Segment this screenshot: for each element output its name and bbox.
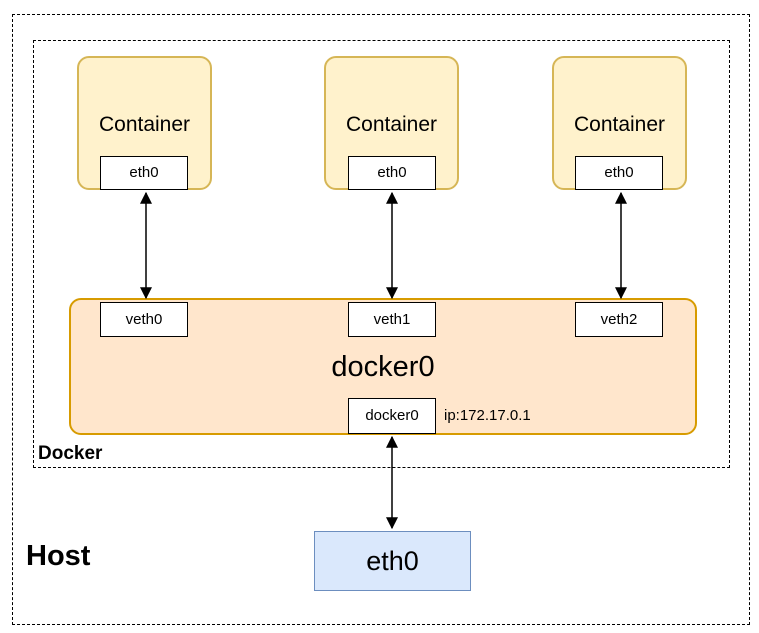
- container-1-label: Container: [98, 113, 191, 136]
- host-boundary: [12, 14, 750, 625]
- veth2-port: veth2: [575, 302, 663, 337]
- container-1-eth0-port: eth0: [100, 156, 188, 190]
- docker0-bridge-label: docker0: [331, 351, 435, 383]
- docker0-interface-port: docker0: [348, 398, 436, 434]
- docker0-ip-label: ip:172.17.0.1: [444, 407, 531, 424]
- container-3-eth0-port: eth0: [575, 156, 663, 190]
- docker-label: Docker: [38, 443, 103, 464]
- container-2-label: Container: [345, 113, 438, 136]
- host-label: Host: [26, 540, 91, 572]
- host-eth0-interface: eth0: [314, 531, 471, 591]
- docker-boundary: [33, 40, 730, 468]
- veth0-port: veth0: [100, 302, 188, 337]
- container-3-label: Container: [573, 113, 666, 136]
- veth1-port: veth1: [348, 302, 436, 337]
- container-2-eth0-port: eth0: [348, 156, 436, 190]
